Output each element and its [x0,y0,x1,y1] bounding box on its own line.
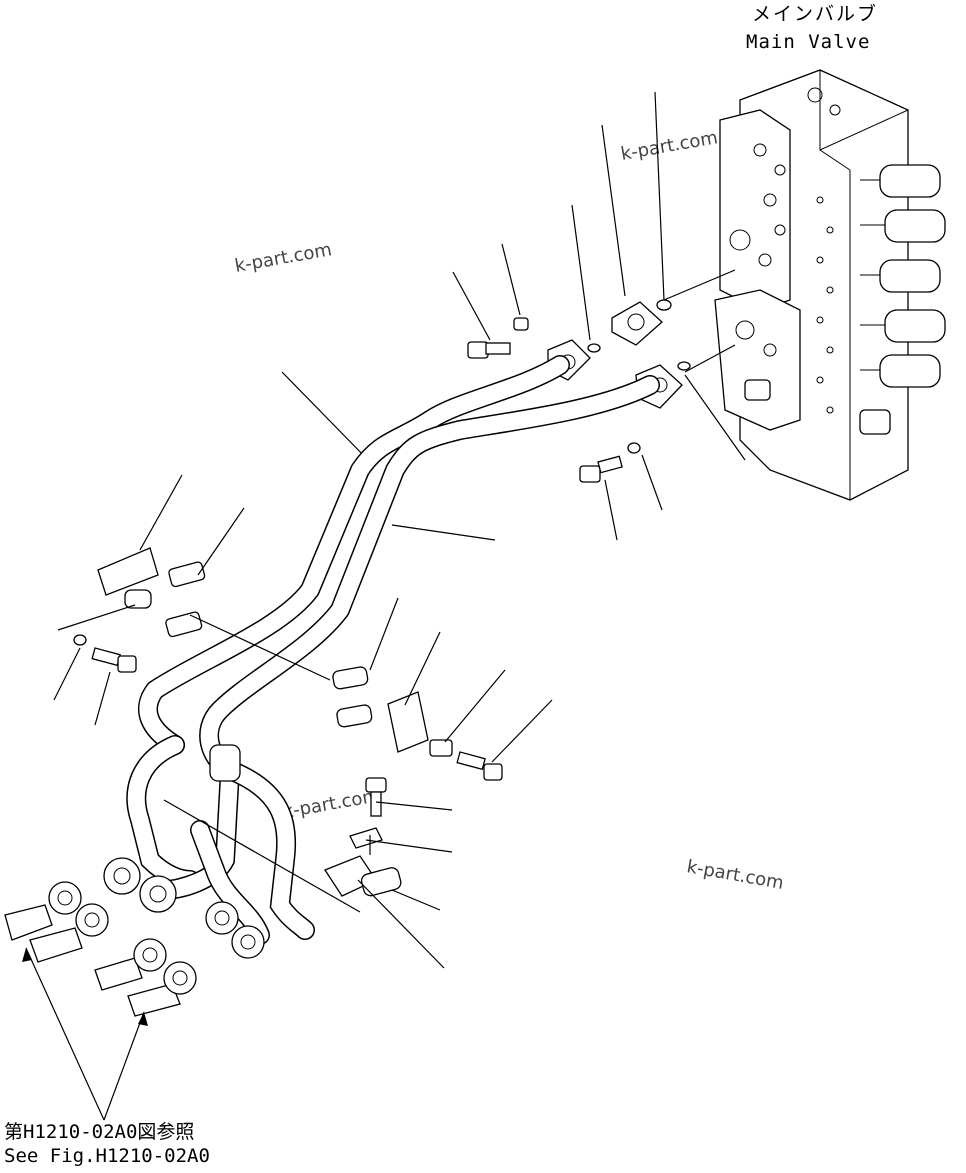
clamp-icon [324,855,402,897]
leader-lines-right [163,597,553,969]
see-fig-label-en: See Fig.H1210-02A0 [4,1145,210,1167]
washer-icon [349,827,383,849]
main-valve-label-en: Main Valve [746,31,870,53]
washer-icon [513,317,529,331]
leader-lines-top [281,91,746,541]
hydraulic-tube-icon [138,355,660,780]
o-ring-icon [677,361,691,371]
o-ring-icon [587,343,601,353]
bolt-icon [91,647,137,673]
washer-icon [73,634,87,646]
see-fig-label-jp: 第H1210-02A0図参照 [4,1121,194,1143]
watermark-2: k-part.com [233,239,333,277]
reference-arrows [22,947,148,1121]
clamp-icon [97,547,206,638]
clamp-icon [332,666,453,757]
tube-end-flange-icon [103,857,265,959]
bolt-icon [365,777,387,817]
flange-icon [611,301,663,346]
washer-icon [627,442,641,454]
bolt-icon [467,341,511,359]
clamp-icon [209,744,241,782]
watermark-1: k-part.com [619,127,719,165]
main-valve-assembly-icon [714,69,946,501]
main-valve-label-jp: メインバルブ [752,2,878,25]
o-ring-icon [656,299,672,311]
hose-end-icon [4,881,197,1017]
bolt-icon [579,455,623,483]
watermark-4: k-part.com [685,856,785,894]
bolt-icon [456,751,503,781]
leader-lines-left [53,474,331,726]
